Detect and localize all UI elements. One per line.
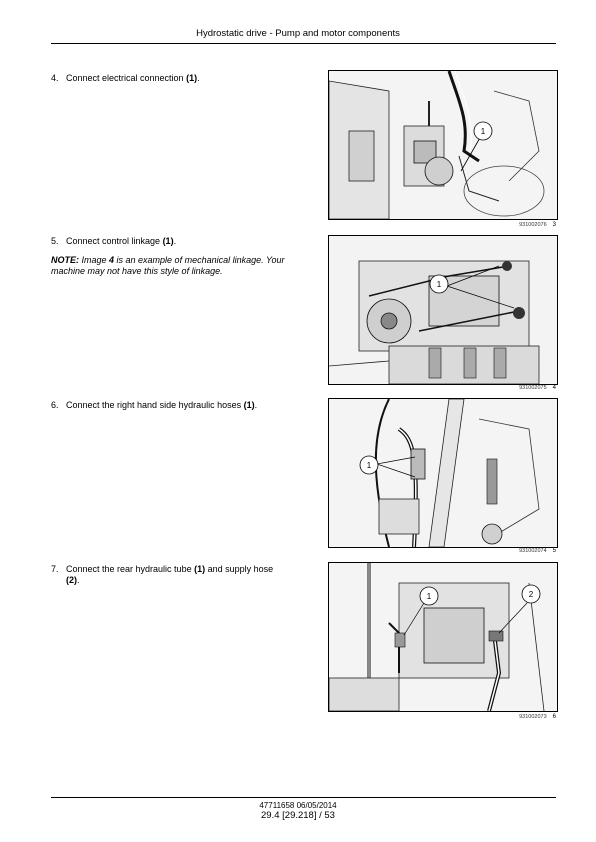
figure-3-callout-1: 1	[481, 127, 486, 136]
figure-5-illustration: 1	[329, 399, 557, 547]
step-callout-ref: (1)	[186, 73, 198, 83]
figure-5-label: 931002074 5	[328, 548, 556, 554]
step-text: Connect control linkage	[66, 236, 163, 246]
step-text-end: .	[77, 575, 80, 585]
figure-6-label: 931002073 6	[328, 714, 556, 720]
step-number: 4.	[51, 73, 59, 83]
figure-4-illustration: 1	[329, 236, 557, 384]
figure-6-callout-2: 2	[529, 590, 534, 599]
step-callout-ref: (1)	[243, 400, 255, 410]
figure-6-illustration: 1 2	[329, 563, 557, 711]
step-text-cont: and supply hose	[205, 564, 274, 574]
figure-4-callout-1: 1	[437, 280, 442, 289]
figure-id: 931002073	[519, 714, 547, 720]
header-rule	[51, 43, 556, 44]
note-text: Image	[79, 255, 110, 265]
figure-4-label: 931002075 4	[328, 385, 556, 391]
footer-doc-id: 47711658 06/05/2014	[259, 801, 337, 810]
step-number: 6.	[51, 400, 59, 410]
step-7: 7. Connect the rear hydraulic tube (1) an…	[51, 564, 309, 586]
step-callout-ref: (1)	[162, 236, 174, 246]
note-label: NOTE:	[51, 255, 79, 265]
figure-5-callout-1: 1	[367, 461, 372, 470]
footer-rule	[51, 797, 556, 798]
note-text-line2: machine may not have this style of linka…	[51, 266, 223, 276]
footer: 47711658 06/05/2014 29.4 [29.218] / 53	[0, 801, 596, 821]
page-header-title: Hydrostatic drive - Pump and motor compo…	[196, 28, 400, 39]
step-text-end: .	[254, 400, 258, 410]
note-mechanical-linkage: NOTE: Image 4 is an example of mechanica…	[51, 255, 309, 277]
step-text-end: .	[197, 73, 200, 83]
note-text-cont: is an example of mechanical linkage. You…	[114, 255, 285, 265]
figure-number: 3	[552, 222, 556, 228]
step-text-end: .	[173, 236, 177, 246]
figure-6-image: 1 2	[328, 562, 558, 712]
figure-3-image: 1	[328, 70, 558, 220]
step-number: 7.	[51, 564, 59, 574]
step-text: Connect the right hand side hydraulic ho…	[66, 400, 244, 410]
figure-number: 5	[552, 548, 556, 554]
step-callout-ref-1: (1)	[194, 564, 206, 574]
figure-id: 931002075	[519, 385, 547, 391]
figure-3-illustration: 1	[329, 71, 557, 219]
step-text: Connect electrical connection	[66, 73, 187, 83]
figure-number: 4	[552, 385, 556, 391]
footer-page-number: 29.4 [29.218] / 53	[261, 810, 335, 821]
figure-id: 931002076	[519, 222, 547, 228]
figure-4-image: 1	[328, 235, 558, 385]
figure-number: 6	[552, 714, 556, 720]
step-5: 5. Connect control linkage (1).	[51, 236, 309, 247]
step-number: 5.	[51, 236, 59, 246]
figure-5-image: 1	[328, 398, 558, 548]
figure-3-label: 931002076 3	[328, 222, 556, 228]
step-callout-ref-2: (2)	[66, 575, 77, 585]
figure-id: 931002074	[519, 548, 547, 554]
step-6: 6. Connect the right hand side hydraulic …	[51, 400, 309, 411]
figure-6-callout-1: 1	[427, 592, 432, 601]
step-text: Connect the rear hydraulic tube	[66, 564, 195, 574]
step-4: 4. Connect electrical connection (1).	[51, 73, 309, 84]
note-image-ref: 4	[109, 255, 115, 265]
